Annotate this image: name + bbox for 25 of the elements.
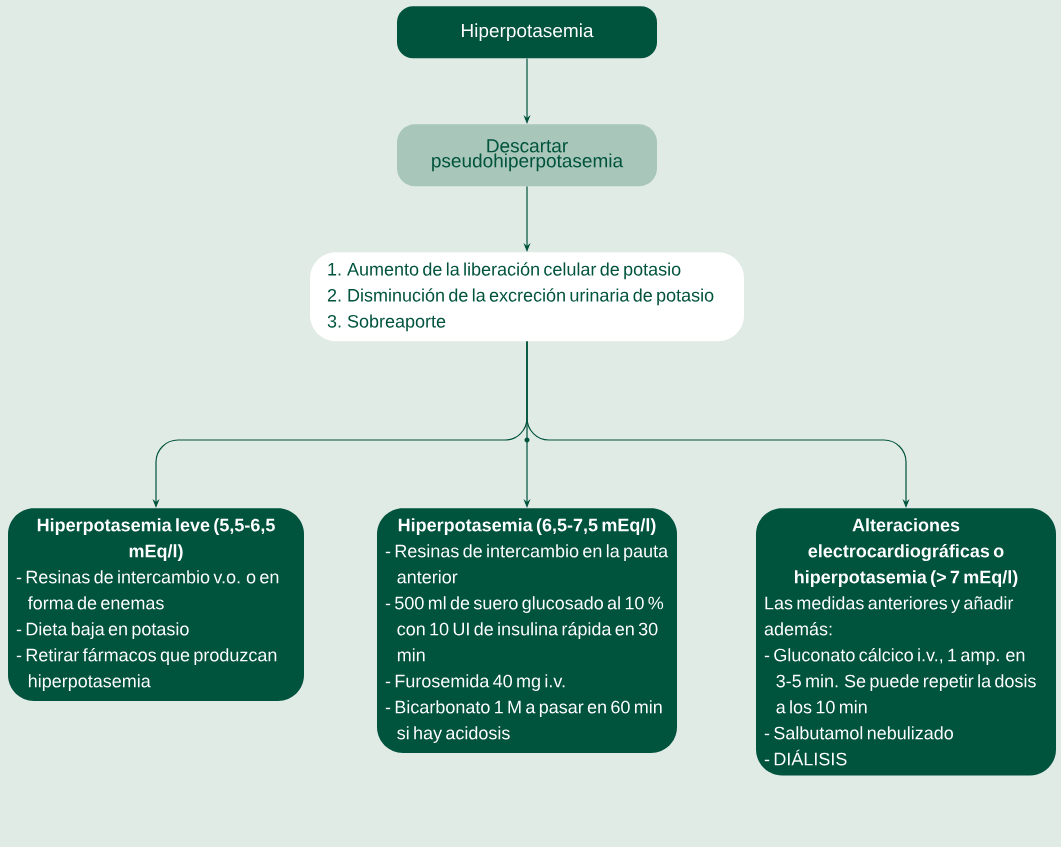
list-item: - Salbutamol nebulizado xyxy=(764,726,953,740)
treatment-box xyxy=(8,508,304,701)
card-heading: Hiperpotasemia leve (5,5-6,5 mEq/l) xyxy=(37,518,275,561)
box-label: Hiperpotasemia xyxy=(462,23,594,42)
list-item: - 500 ml de suero glucosado al 10 % con 10 UI de insulina rápida en 30 min xyxy=(385,596,664,662)
start-box xyxy=(397,6,657,59)
list-item: - Furosemida 40 mg i.v. xyxy=(385,674,565,691)
list-item: - Bicarbonato 1 M a pasar en 60 min si hay acidosis xyxy=(385,700,662,743)
list-item: - Retirar fármacos que produzcan hiperpotasemia xyxy=(16,648,277,691)
list-item: - DIÁLISIS xyxy=(764,749,847,766)
list-item: 3. Sobreaporte xyxy=(327,314,446,332)
list-box xyxy=(310,252,744,342)
list-item: - Gluconato cálcico i.v., 1 amp. en 3-5 min. Se puede repetir la dosis a los 10 min xyxy=(764,648,1036,714)
list-item: - Resinas de intercambio v.o. o en forma de enemas xyxy=(16,570,279,610)
card-heading: Alteraciones electrocardiográficas o hiperpotasemia (> 7 mEq/l) xyxy=(795,518,1018,587)
note-text: Las medidas anteriores y añadir además: xyxy=(764,596,1014,636)
treatment-box xyxy=(377,508,677,753)
list-item: 2. Disminución de la excreción urinaria de potasio xyxy=(327,288,714,306)
box-label: Descartar pseudohiperpotasemia xyxy=(432,139,624,172)
list-item: 1. Aumento de la liberación celular de potasio xyxy=(328,262,681,280)
card-heading: Hiperpotasemia (6,5-7,5 mEq/l) xyxy=(398,518,656,535)
treatment-box xyxy=(756,508,1056,776)
list-item: - Dieta baja en potasio xyxy=(16,622,189,639)
process-box xyxy=(397,124,657,187)
list-item: - Resinas de intercambio en la pauta anterior xyxy=(385,544,669,584)
